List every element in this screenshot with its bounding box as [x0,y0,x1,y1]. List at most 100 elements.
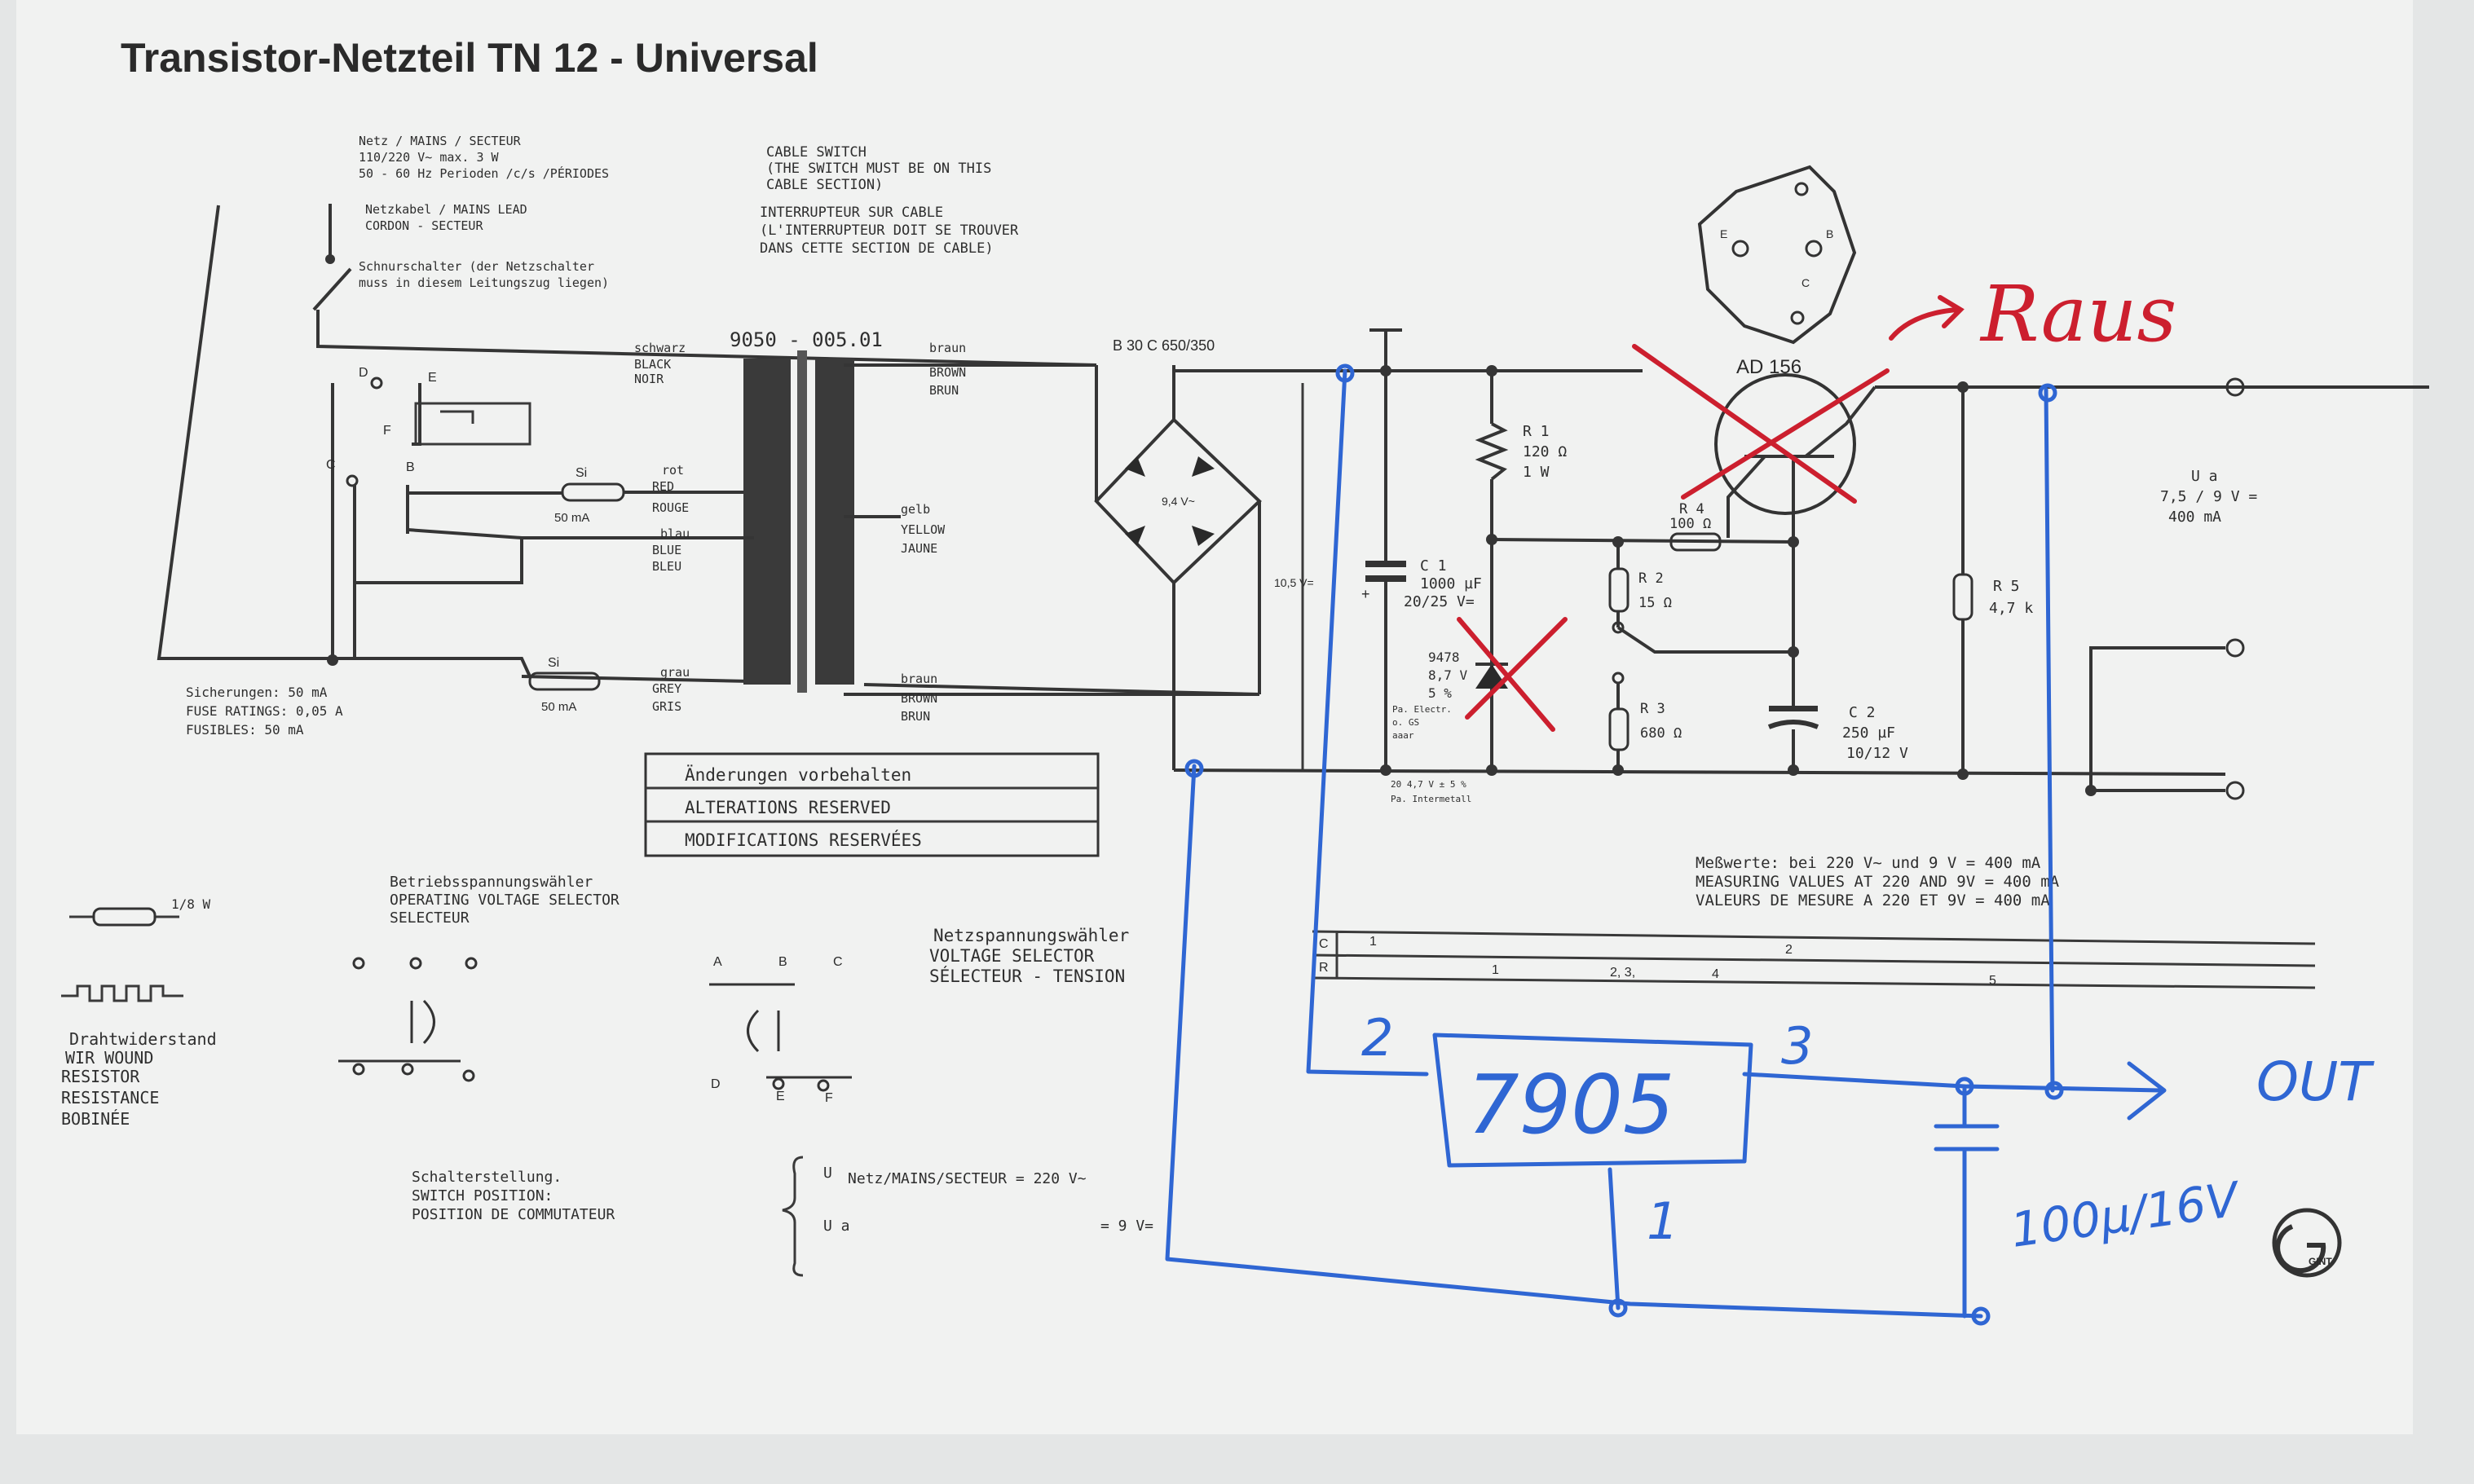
vs-r-mark-2: 2, 3, [1610,966,1635,980]
reserved-de: Änderungen vorbehalten [685,764,911,785]
legend-wire-en-2: RESISTOR [61,1067,140,1086]
terminal-e: E [428,371,437,385]
wire-black-fr: NOIR [634,372,664,386]
wire-black-de: schwarz [634,341,686,355]
output-terminals: U a 7,5 / 9 V = 400 mA [2089,377,2257,800]
mains-voltage: 110/220 V~ max. 3 W [359,150,500,165]
output-capacitor [1934,1084,2000,1319]
regulator-pin-1: 1 [1647,1191,1678,1251]
switch-pos-de: Schalterstellung. [412,1169,562,1186]
blue-wire-pin1 [1607,1167,1621,1310]
pin-b-label: B [1826,227,1833,240]
pin-e-label: E [1720,227,1727,240]
fuse-rating-en: FUSE RATINGS: 0,05 A [186,703,343,719]
output-voltage-symbol: U a [2191,468,2218,485]
r5-label: R 5 [1993,578,2020,595]
switch-pos-en: SWITCH POSITION: [412,1187,553,1204]
wire-brown-top-de: braun [929,341,966,355]
wire-brown-bottom-en: BROWN [901,691,937,706]
r1-label: R 1 [1523,423,1550,440]
transistor-package-outline: E B C [1697,165,1857,345]
c1-capacitance: 1000 µF [1420,575,1482,592]
ops-b: B [778,955,787,969]
terminal-board: D E F C B [326,366,562,660]
cable-switch-l4: INTERRUPTEUR SUR CABLE [760,205,943,221]
switch-pos-ua-symbol: U a [823,1218,850,1235]
fuse-bottom: Si 50 mA [528,656,601,714]
r5-value: 4,7 k [1989,600,2033,617]
mains-label: Netz / MAINS / SECTEUR [359,134,522,148]
mains-lead-fr: CORDON - SECTEUR [365,218,483,233]
zener-alt-maker: Pa. Intermetall [1391,794,1471,804]
regulator-7905-box [1432,1033,1753,1168]
c1-label: C 1 [1420,557,1447,575]
operating-voltage-selector: Betriebsspannungswähler OPERATING VOLTAG… [338,874,852,1105]
vs-label-fr: SÉLECTEUR - TENSION [929,966,1125,986]
wire-brown-top-fr: BRUN [929,383,959,398]
blue-wire-ground [1165,764,1983,1319]
wire-brown-top-en: BROWN [929,365,966,380]
fuse-top-label: Si [576,466,587,480]
ops-a: A [713,955,722,969]
r1-value: 120 Ω [1523,443,1567,460]
zener-diode: 9478 8,7 V 5 % Pa. Electr. o. GS aaar 20… [1391,539,1508,804]
vs-c-mark-1: 1 [1369,935,1377,949]
r2-value: 15 Ω [1638,595,1672,611]
wire-grey-fr: GRIS [652,699,681,714]
c2-voltage: 10/12 V [1846,745,1908,762]
bridge-rectifier: B 30 C 650/350 9,4 V~ 10,5 V= [1094,337,1314,770]
resistor-r2 [1608,567,1629,613]
r2-label: R 2 [1638,570,1664,587]
zener-alt-type: 20 4,7 V ± 5 % [1391,779,1466,790]
wire-brown-bottom-fr: BRUN [901,709,930,724]
regulator-pin-2: 2 [1361,1008,1393,1068]
resistor-r5: R 5 4,7 k [1952,387,2033,774]
red-arrow [1889,295,1965,341]
cross-transistor [1632,344,1857,504]
terminal-c: C [326,458,336,472]
pin-c-label: C [1801,276,1810,289]
raus-note: Raus [1979,270,2176,359]
ops-f: F [825,1091,833,1105]
fuse-rating-fr: FUSIBLES: 50 mA [186,722,304,738]
zener-voltage: 8,7 V [1428,667,1468,683]
ops-d: D [711,1077,721,1091]
c2-capacitance: 250 µF [1842,724,1895,742]
wire-brown-bottom-de: braun [901,672,937,686]
wire-black-en: BLACK [634,357,671,372]
ops-label-fr: SELECTEUR [390,909,470,927]
transistor-ad156: AD 156 [1714,356,1876,538]
ops-c: C [833,955,843,969]
wire-blue-de: blau [660,526,690,541]
logo-text: GINT [2309,1256,2332,1267]
fuse-ratings: Sicherungen: 50 mA FUSE RATINGS: 0,05 A … [186,685,343,738]
r3-value: 680 Ω [1640,725,1682,742]
wire-grey-en: GREY [652,681,681,696]
legend-wire-en: WIR WOUND [65,1048,153,1068]
paper-sheet [16,0,2413,1434]
blue-wire-input [1306,368,1429,1077]
legend-wire-de: Drahtwiderstand [69,1029,217,1049]
zener-note-2: o. GS [1392,717,1419,728]
c2-label: C 2 [1849,704,1876,721]
vs-r-mark-4: 4 [1712,967,1719,981]
ops-label-en: OPERATING VOLTAGE SELECTOR [390,892,620,909]
wire-red-en: RED [652,479,674,494]
regulator-pin-3: 3 [1781,1016,1813,1076]
r3-label: R 3 [1640,701,1665,717]
wire-red-fr: ROUGE [652,500,689,515]
wire-yellow-de: gelb [901,502,930,517]
capacitor-c2: C 2 250 µF 10/12 V [1767,704,1908,762]
fuse-bottom-value: 50 mA [541,700,576,714]
legend-wire-fr: RESISTANCE [61,1088,159,1107]
blue-out-arrow [2127,1061,2167,1121]
legend: 1/8 W Drahtwiderstand WIR WOUND RESISTOR… [61,896,217,1129]
reserved-fr: MODIFICATIONS RESERVÉES [685,830,922,850]
vs-r-mark-5: 5 [1989,974,1996,988]
cable-switch-info: CABLE SWITCH (THE SWITCH MUST BE ON THIS… [760,144,1019,257]
rectifier-label: B 30 C 650/350 [1113,337,1215,354]
cross-transistor-2 [1681,368,1890,500]
vs-r-mark-1: 1 [1492,963,1499,977]
red-annotation: Raus [1457,270,2176,732]
